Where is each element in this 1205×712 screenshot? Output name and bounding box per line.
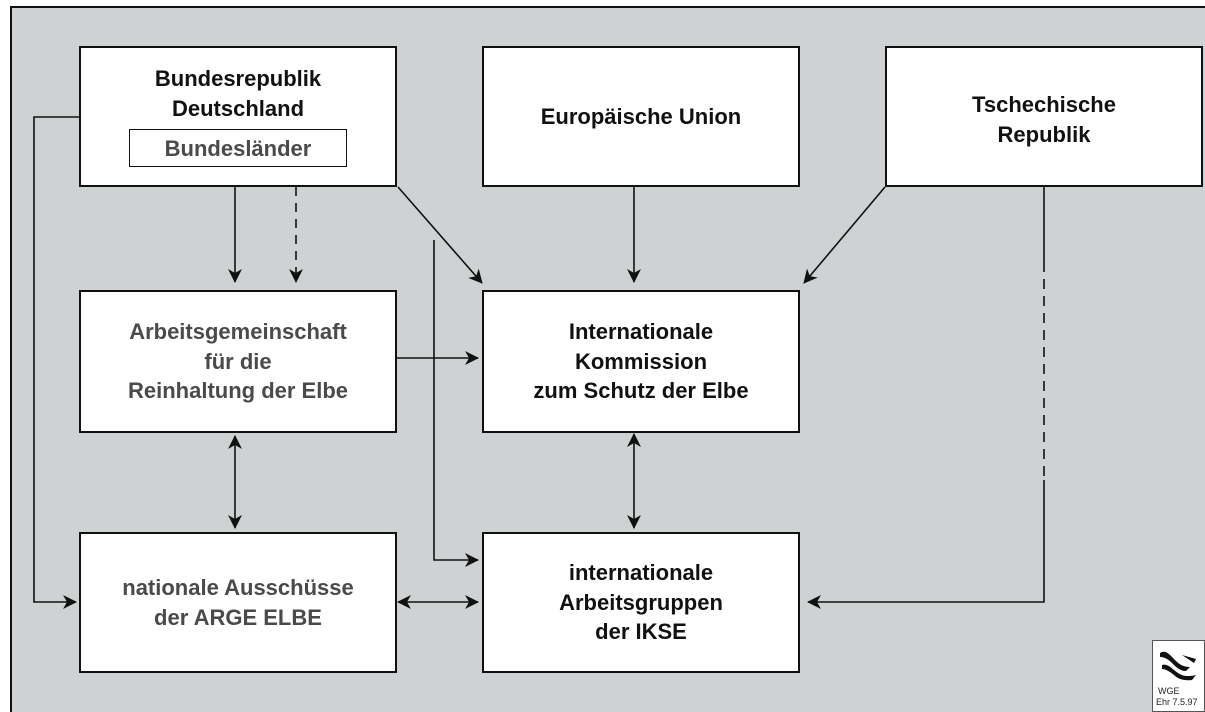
nat-line-2: der ARGE ELBE [154,604,322,630]
logo-line-2: Ehr 7.5.97 [1156,697,1198,707]
bund-line-1: Bundesrepublik [154,66,322,91]
ag-line-3: der IKSE [595,619,687,645]
eu-line-1: Europäische Union [540,103,742,129]
arge-line-3: Reinhaltung der Elbe [127,378,349,404]
ag-line-2: Arbeitsgruppen [559,589,723,615]
box-bundesrepublik: Bundesrepublik Deutschland Bundesländer [79,46,397,187]
box-ikse: Internationale Kommission zum Schutz der… [482,290,800,433]
ag-line-1: internationale [568,559,714,585]
arge-line-1: Arbeitsgemeinschaft [129,318,347,344]
box-europaeische-union: Europäische Union [482,46,800,187]
arge-line-2: für die [204,348,272,374]
wge-logo-icon [1160,651,1196,681]
cz-line-1: Tschechische [972,92,1116,117]
bund-line-2: Deutschland [171,95,305,121]
nat-line-1: nationale Ausschüsse [122,574,354,600]
ikse-line-2: Kommission [574,348,708,374]
box-tschechische-republik: Tschechische Republik [885,46,1203,187]
edge-bund-ikse [397,186,483,284]
box-internationale-arbeitsgruppen: internationale Arbeitsgruppen der IKSE [482,532,800,673]
edge-bund-ag [433,240,479,567]
box-bundeslaender: Bundesländer [129,129,347,168]
ikse-line-3: zum Schutz der Elbe [533,378,749,404]
box-arge-elbe: Arbeitsgemeinschaft für die Reinhaltung … [79,290,397,433]
logo-line-1: WGE [1158,686,1180,696]
cz-line-2: Republik [997,121,1091,147]
wge-logo: WGE Ehr 7.5.97 [1152,640,1205,712]
edge-bund-nat [33,116,79,609]
box-nationale-ausschuesse: nationale Ausschüsse der ARGE ELBE [79,532,397,673]
ikse-line-1: Internationale [568,318,714,344]
edge-cz-ag-solid-bottom [807,480,1045,609]
edge-cz-ikse [803,186,886,284]
